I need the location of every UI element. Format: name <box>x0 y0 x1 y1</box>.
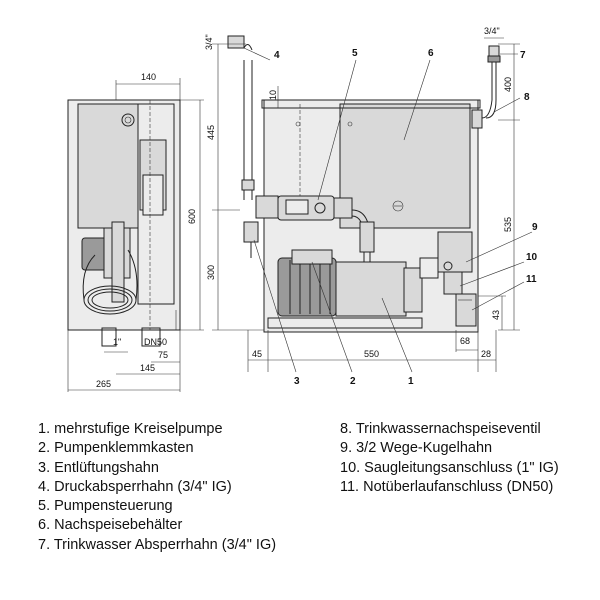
side-tank <box>77 103 139 229</box>
callout-3: 3 <box>294 376 300 387</box>
legend-item-8: 8. Trinkwassernachspeiseventil <box>340 421 541 437</box>
dim-dn50: DN50 <box>144 337 167 347</box>
dim-1-inch: 1" <box>113 337 121 347</box>
legend-item-1: 1. mehrstufige Kreiselpumpe <box>38 421 223 437</box>
suction-connection <box>443 271 463 295</box>
dim-75: 75 <box>158 350 168 360</box>
callout-9: 9 <box>532 222 538 233</box>
callout-7: 7 <box>520 50 526 61</box>
dim-145: 145 <box>140 363 155 373</box>
callout-4: 4 <box>274 50 280 61</box>
callouts: 4 5 6 7 8 9 10 11 1 2 3 <box>243 47 538 387</box>
legend-left: 1. mehrstufige Kreiselpumpe 2. Pumpenkle… <box>38 420 276 555</box>
dim-140: 140 <box>141 72 156 82</box>
legend-item-11: 11. Notüberlaufanschluss (DN50) <box>340 478 554 495</box>
pump-motor <box>277 257 337 317</box>
dim-3-4-right: 3/4" <box>484 26 500 36</box>
pump-housing <box>335 261 407 317</box>
dim-535: 535 <box>503 217 513 232</box>
legend-item-4: 4. Druckabsperrhahn (3/4" IG) <box>38 478 232 495</box>
dim-10: 10 <box>268 90 278 100</box>
front-view: 45 550 68 28 445 300 3/4" 10 400 535 43 … <box>204 26 520 372</box>
callout-10: 10 <box>526 252 538 263</box>
ball-valve <box>437 231 473 273</box>
overflow-connection <box>455 293 477 327</box>
dim-3-4-left: 3/4" <box>204 34 214 50</box>
callout-6: 6 <box>428 48 434 59</box>
dim-600: 600 <box>187 209 197 224</box>
legend-item-9: 9. 3/2 Wege-Kugelhahn <box>340 440 493 457</box>
legend-item-10: 10. Saugleitungsanschluss (1" IG) <box>340 459 559 476</box>
legend-item-5: 5. Pumpensteuerung <box>38 498 173 515</box>
dim-550: 550 <box>364 349 379 359</box>
legend-item-2: 2. Pumpenklemmkasten <box>38 440 194 457</box>
terminal-box <box>291 249 333 265</box>
dim-45: 45 <box>252 349 262 359</box>
side-view: 140 1" DN50 75 145 265 600 <box>67 72 204 392</box>
callout-2: 2 <box>350 376 356 387</box>
legend-item-7: 7. Trinkwasser Absperrhahn (3/4" IG) <box>38 536 277 553</box>
legend-item-6: 6. Nachspeisebehälter <box>38 517 183 534</box>
dim-400: 400 <box>503 77 513 92</box>
dim-28: 28 <box>481 349 491 359</box>
vent-cock <box>243 221 259 243</box>
dim-300: 300 <box>206 265 216 280</box>
callout-5: 5 <box>352 48 358 59</box>
dim-43: 43 <box>491 310 501 320</box>
callout-8: 8 <box>524 92 530 103</box>
callout-11: 11 <box>526 274 537 285</box>
dim-445: 445 <box>206 125 216 140</box>
dim-68: 68 <box>460 336 470 346</box>
valve-4 <box>227 35 245 49</box>
dim-265: 265 <box>96 379 111 389</box>
legend-item-3: 3. Entlüftungshahn <box>38 459 159 476</box>
legend-right: 8. Trinkwassernachspeiseventil 9. 3/2 We… <box>340 420 559 497</box>
callout-1: 1 <box>408 376 414 387</box>
tank-6 <box>339 103 471 229</box>
